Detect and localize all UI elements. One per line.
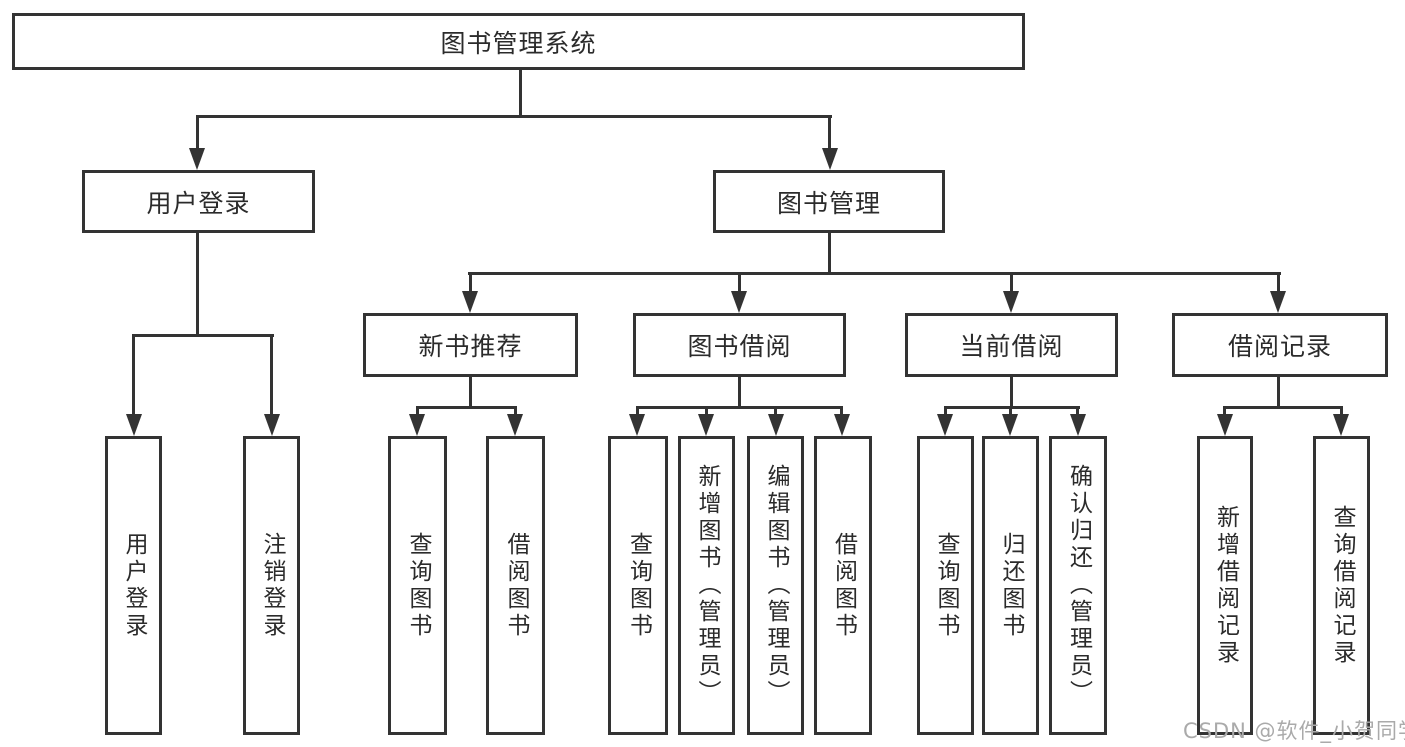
connector-level2-bus bbox=[468, 272, 1281, 275]
connector-new-books-bus bbox=[416, 406, 517, 409]
arrowhead-down-icon bbox=[731, 291, 747, 313]
watermark: CSDN @软件_小贺同学 bbox=[1183, 719, 1405, 743]
arrowhead-down-icon bbox=[1003, 291, 1019, 313]
connector-stem bbox=[828, 117, 831, 150]
leaf-borrow-books: 借阅图书 bbox=[486, 436, 545, 735]
connector-borrow-bus bbox=[636, 406, 843, 409]
node-book-management: 图书管理 bbox=[713, 170, 945, 233]
arrowhead-down-icon bbox=[937, 414, 953, 436]
node-root: 图书管理系统 bbox=[12, 13, 1025, 70]
node-book-borrowing: 图书借阅 bbox=[633, 313, 846, 377]
node-current-borrowing: 当前借阅 bbox=[905, 313, 1118, 377]
connector-records-bus bbox=[1223, 406, 1343, 409]
leaf-query-borrow-record: 查询借阅记录 bbox=[1313, 436, 1370, 735]
arrowhead-down-icon bbox=[507, 414, 523, 436]
node-borrowing-records: 借阅记录 bbox=[1172, 313, 1388, 377]
leaf-confirm-return-admin: 确认归还（管理员） bbox=[1049, 436, 1107, 735]
leaf-add-books-admin: 新增图书（管理员） bbox=[678, 436, 735, 735]
arrowhead-down-icon bbox=[822, 148, 838, 170]
leaf-query-books: 查询图书 bbox=[608, 436, 668, 735]
connector-level1-bus bbox=[196, 115, 832, 118]
leaf-add-borrow-record: 新增借阅记录 bbox=[1197, 436, 1253, 735]
connector-stem bbox=[469, 274, 472, 294]
leaf-query-books: 查询图书 bbox=[388, 436, 447, 735]
connector-stem bbox=[196, 117, 199, 150]
arrowhead-down-icon bbox=[768, 414, 784, 436]
arrowhead-down-icon bbox=[1217, 414, 1233, 436]
leaf-query-books: 查询图书 bbox=[917, 436, 974, 735]
arrowhead-down-icon bbox=[698, 414, 714, 436]
connector-stem bbox=[636, 408, 639, 417]
connector-stem bbox=[1009, 408, 1012, 417]
arrowhead-down-icon bbox=[189, 148, 205, 170]
node-user-login: 用户登录 bbox=[82, 170, 315, 233]
connector-stem bbox=[469, 377, 472, 408]
leaf-user-login: 用户登录 bbox=[105, 436, 162, 735]
connector-stem bbox=[270, 336, 273, 416]
arrowhead-down-icon bbox=[1333, 414, 1349, 436]
arrowhead-down-icon bbox=[264, 414, 280, 436]
connector-stem bbox=[1277, 377, 1280, 408]
connector-stem bbox=[738, 377, 741, 408]
connector-stem bbox=[1010, 377, 1013, 408]
leaf-logout: 注销登录 bbox=[243, 436, 300, 735]
arrowhead-down-icon bbox=[1002, 414, 1018, 436]
connector-stem bbox=[738, 274, 741, 294]
arrowhead-down-icon bbox=[1070, 414, 1086, 436]
arrowhead-down-icon bbox=[462, 291, 478, 313]
leaf-return-books: 归还图书 bbox=[982, 436, 1039, 735]
leaf-edit-books-admin: 编辑图书（管理员） bbox=[747, 436, 804, 735]
arrowhead-down-icon bbox=[834, 414, 850, 436]
node-new-book-recommend: 新书推荐 bbox=[363, 313, 578, 377]
connector-stem bbox=[132, 336, 135, 416]
connector-current-bus bbox=[944, 406, 1080, 409]
arrowhead-down-icon bbox=[409, 414, 425, 436]
connector-user-login-bus bbox=[132, 334, 274, 337]
connector-stem bbox=[1223, 408, 1226, 417]
arrowhead-down-icon bbox=[629, 414, 645, 436]
connector-book-mgmt-stem bbox=[828, 233, 831, 274]
leaf-borrow-books: 借阅图书 bbox=[814, 436, 872, 735]
connector-stem bbox=[1340, 408, 1343, 417]
connector-stem bbox=[514, 408, 517, 417]
connector-stem bbox=[1076, 408, 1079, 417]
connector-stem bbox=[944, 408, 947, 417]
connector-user-login-stem bbox=[196, 233, 199, 336]
arrowhead-down-icon bbox=[126, 414, 142, 436]
connector-stem bbox=[705, 408, 708, 417]
connector-stem bbox=[774, 408, 777, 417]
connector-stem bbox=[840, 408, 843, 417]
connector-stem bbox=[416, 408, 419, 417]
connector-stem bbox=[1010, 274, 1013, 294]
arrowhead-down-icon bbox=[1270, 291, 1286, 313]
connector-root-stem bbox=[519, 70, 522, 117]
connector-stem bbox=[1277, 274, 1280, 294]
